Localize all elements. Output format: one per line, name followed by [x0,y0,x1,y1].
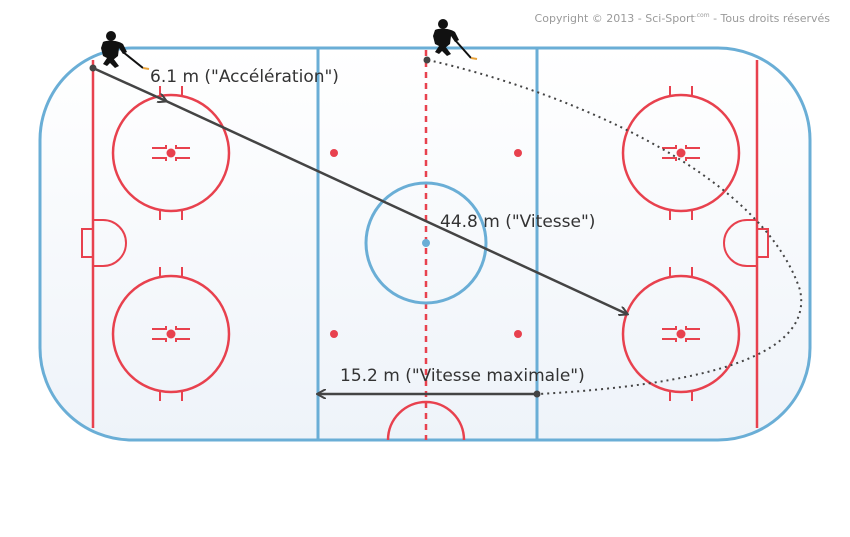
hockey-stick-icon [454,39,472,59]
end-point-blue-line [533,390,541,398]
copyright-notice: Copyright © 2013 - Sci-Sport.com - Tous … [535,12,830,25]
goal-crease-left [92,219,127,267]
center-dot [422,239,430,247]
neutral-dot-top-left [330,149,338,157]
label-vitesse-maximale: 15.2 m ("Vitesse maximale") [340,366,585,386]
faceoff-top-left [111,86,231,220]
center-circle [364,181,488,305]
label-acceleration: 6.1 m ("Accélération") [150,67,339,87]
neutral-dot-bottom-right [514,330,522,338]
label-vitesse: 44.8 m ("Vitesse") [440,212,595,232]
faceoff-bottom-right [621,267,741,401]
skater-icon [433,19,478,60]
copyright-superscript: .com [694,12,710,19]
neutral-dot-bottom-left [330,330,338,338]
hockey-stick-icon [122,51,144,69]
goal-net-left [81,228,94,258]
faceoff-bottom-left [111,267,231,401]
skater-icon [101,31,150,70]
start-point-center [423,56,431,64]
copyright-prefix: Copyright © 2013 - Sci-Sport [534,12,695,25]
neutral-dot-top-right [514,149,522,157]
path-vitesse [165,99,627,314]
goal-net-right [756,228,769,258]
goal-crease-right [723,219,758,267]
path-acceleration [92,66,166,101]
faceoff-circles [111,86,741,401]
start-point-left [89,64,97,72]
faceoff-top-right [621,86,741,220]
referee-crease [386,400,466,441]
copyright-suffix: - Tous droits réservés [709,12,830,25]
